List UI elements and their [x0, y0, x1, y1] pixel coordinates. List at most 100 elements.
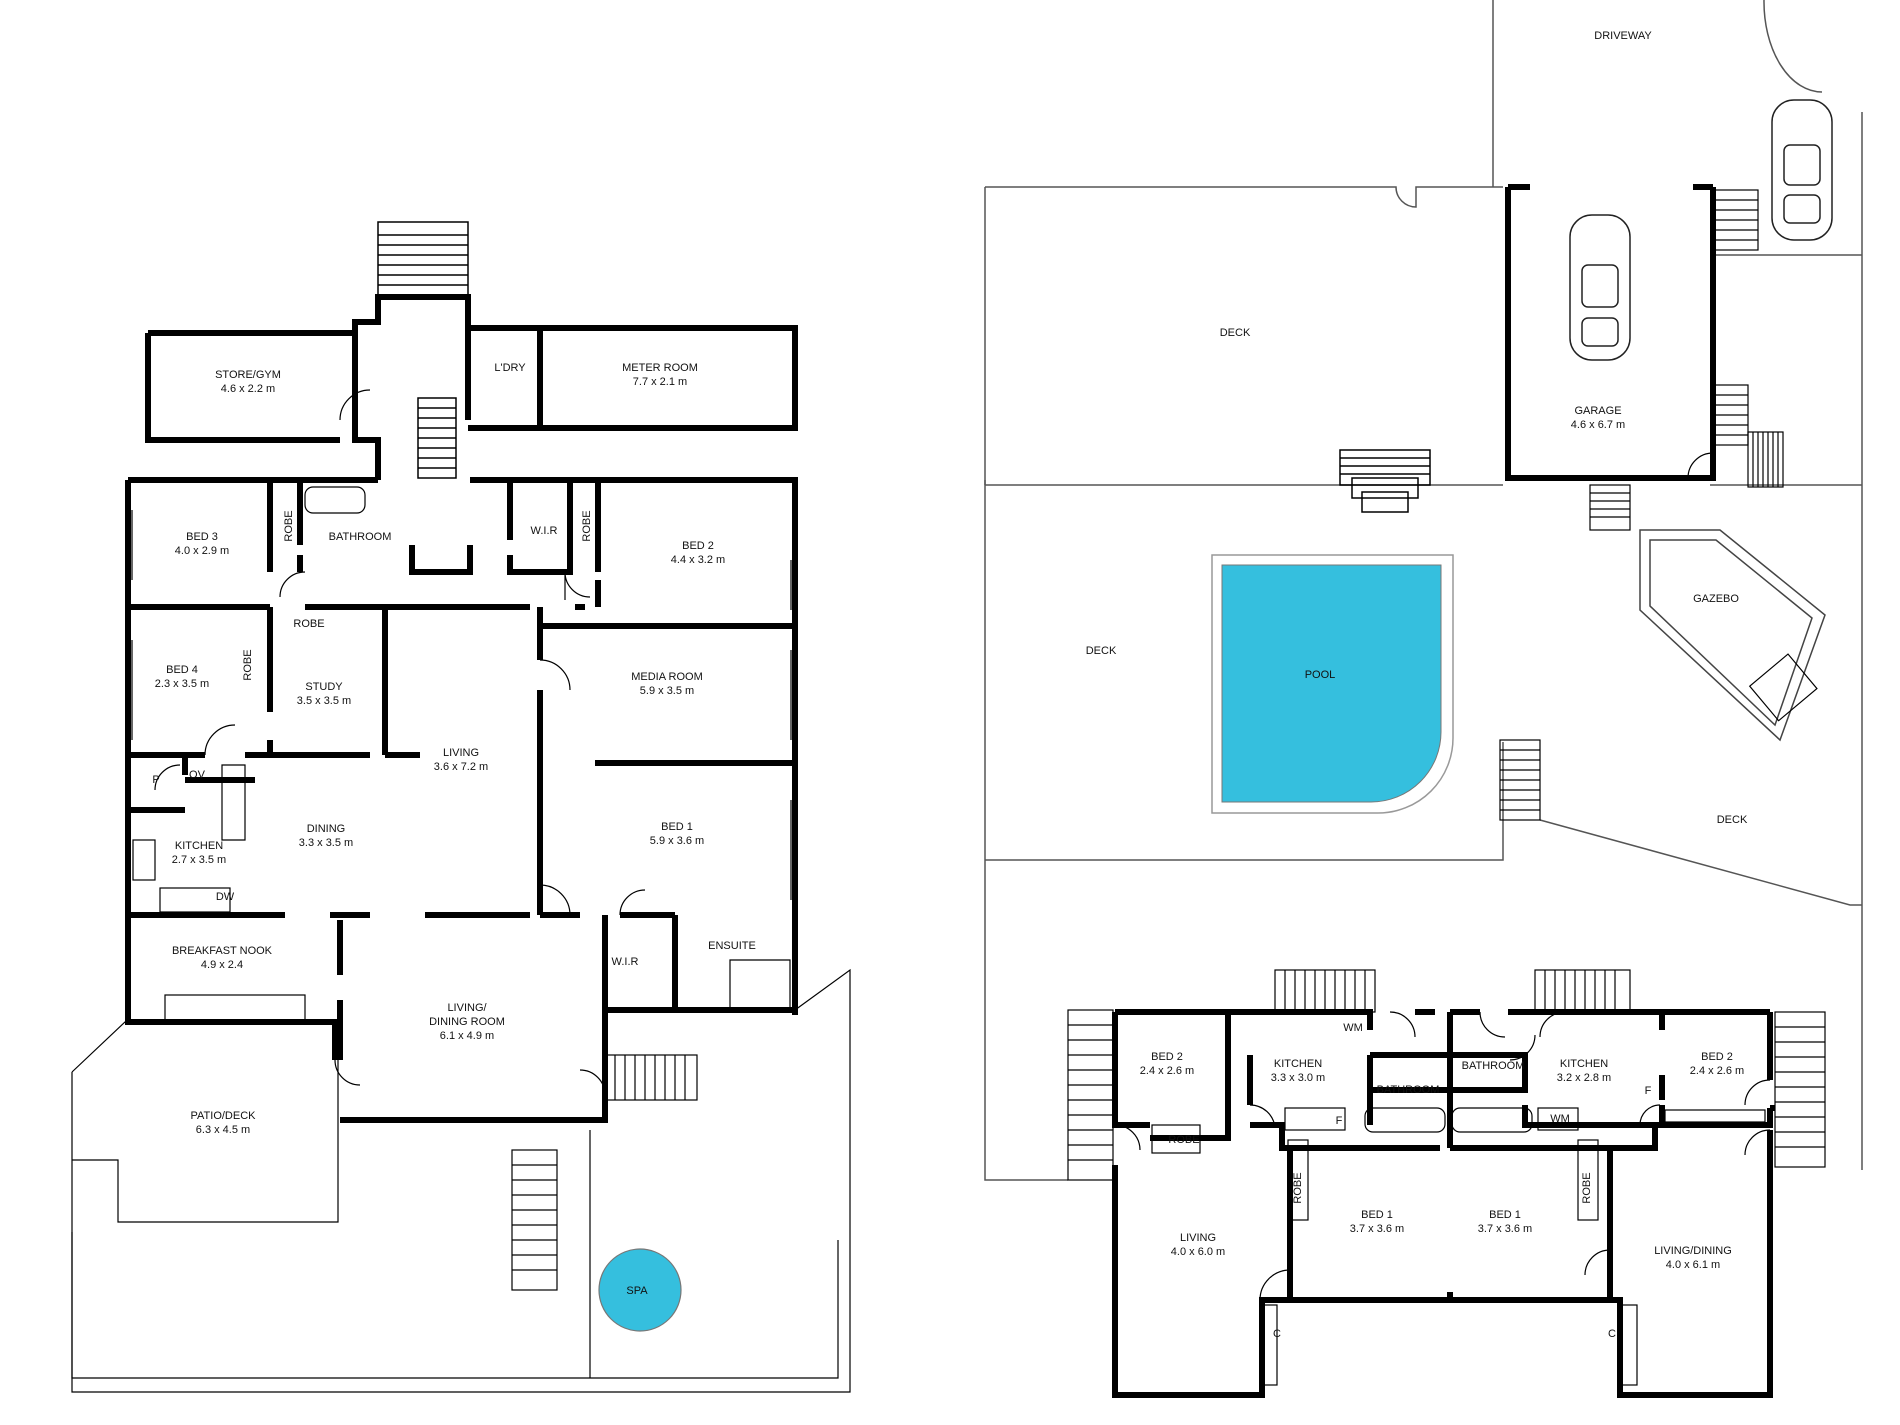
room-garage: GARAGE 4.6 x 6.7 m [1571, 404, 1625, 432]
room-dims: 4.6 x 2.2 m [220, 383, 276, 395]
room-name: BED 1 [1489, 1209, 1521, 1221]
room-name: KITCHEN [1273, 1058, 1323, 1070]
room-dims: 2.4 x 2.6 m [1139, 1065, 1195, 1077]
room-name: BED 2 [682, 540, 714, 552]
pool-label: POOL [1304, 669, 1336, 681]
garage-door-swing [1687, 452, 1714, 479]
room-living-dining-room: LIVING/ DINING ROOM 6.1 x 4.9 m [429, 1001, 505, 1043]
room-bed-2: BED 2 4.4 x 3.2 m [671, 539, 725, 567]
pool [1211, 554, 1454, 814]
deck-steps-top [1339, 449, 1431, 513]
room-dims: 4.4 x 3.2 m [670, 554, 726, 566]
robe-label: ROBE [1292, 1172, 1304, 1204]
room-u1-living: LIVING 4.0 x 6.0 m [1171, 1231, 1225, 1259]
room-dims: 3.6 x 7.2 m [433, 761, 489, 773]
room-bed-3: BED 3 4.0 x 2.9 m [175, 530, 229, 558]
washing-machine-label: WM [1343, 1022, 1363, 1034]
main-house-details [71, 389, 851, 1393]
room-dims: 6.1 x 4.9 m [439, 1030, 495, 1042]
pantry-label: P [152, 774, 160, 786]
room-dims: 2.4 x 2.6 m [1689, 1065, 1745, 1077]
fridge-label: F [1335, 1115, 1343, 1127]
room-name: LIVING/ DINING ROOM [429, 1002, 505, 1028]
room-u2-bed-2: BED 2 2.4 x 2.6 m [1690, 1050, 1744, 1078]
spa [598, 1248, 682, 1332]
room-name: BATHROOM [328, 531, 392, 543]
washing-machine-label: WM [1550, 1113, 1570, 1125]
room-dims: 4.0 x 2.9 m [174, 545, 230, 557]
room-name: BED 1 [661, 821, 693, 833]
dishwasher-label: DW [215, 891, 235, 903]
room-name: KITCHEN [174, 840, 224, 852]
room-living: LIVING 3.6 x 7.2 m [434, 746, 488, 774]
room-dims: 4.6 x 6.7 m [1570, 419, 1626, 431]
room-name: BED 2 [1151, 1051, 1183, 1063]
main-house-walls [125, 294, 798, 1123]
room-name: STUDY [305, 681, 343, 693]
gazebo [1639, 529, 1826, 742]
deck-label: DECK [1085, 645, 1117, 657]
robe-label: ROBE [1168, 1134, 1200, 1146]
room-name: STORE/GYM [215, 369, 281, 381]
wir-label: W.I.R [530, 525, 558, 537]
room-name: DINING [306, 823, 346, 835]
spa-label: SPA [626, 1285, 648, 1297]
room-name: LIVING/DINING [1654, 1245, 1732, 1257]
room-study: STUDY 3.5 x 3.5 m [297, 680, 351, 708]
room-u1-bed-2: BED 2 2.4 x 2.6 m [1140, 1050, 1194, 1078]
room-dims: 5.9 x 3.5 m [639, 685, 695, 697]
room-name: MEDIA ROOM [631, 671, 703, 683]
robe-label: ROBE [242, 649, 254, 681]
wir-label: W.I.R [611, 956, 639, 968]
gazebo-label: GAZEBO [1693, 593, 1739, 605]
fridge-label: F [1644, 1085, 1652, 1097]
room-dims: 6.3 x 4.5 m [195, 1124, 251, 1136]
room-dining: DINING 3.3 x 3.5 m [299, 822, 353, 850]
room-laundry: L'DRY [494, 361, 525, 375]
room-name: GARAGE [1574, 405, 1622, 417]
robe-label: ROBE [293, 618, 325, 630]
site-outline [984, 0, 1863, 1181]
room-name: LIVING [442, 747, 480, 759]
deck-label: DECK [1716, 814, 1748, 826]
room-name: METER ROOM [622, 362, 698, 374]
room-media-room: MEDIA ROOM 5.9 x 3.5 m [631, 670, 703, 698]
oven-label: OV [189, 769, 205, 781]
room-name: BED 4 [166, 664, 198, 676]
room-store-gym: STORE/GYM 4.6 x 2.2 m [215, 368, 281, 396]
robe-label: ROBE [1581, 1172, 1593, 1204]
room-dims: 7.7 x 2.1 m [632, 376, 688, 388]
ensuite-label: ENSUITE [708, 940, 756, 952]
deck-label: DECK [1219, 327, 1251, 339]
room-name: BED 2 [1701, 1051, 1733, 1063]
room-name: LIVING [1179, 1232, 1217, 1244]
room-u2-bed-1: BED 1 3.7 x 3.6 m [1350, 1208, 1404, 1236]
u2-bathroom-label: BATHROOM [1461, 1060, 1525, 1072]
room-bathroom: BATHROOM [329, 530, 392, 544]
unit-details [1067, 969, 1826, 1386]
room-dims: 3.7 x 3.6 m [1349, 1223, 1405, 1235]
robe-label: ROBE [283, 510, 295, 542]
room-dims: 3.3 x 3.5 m [298, 837, 354, 849]
room-meter-room: METER ROOM 7.7 x 2.1 m [622, 361, 698, 389]
u1-bathroom-label: BATHROOM [1376, 1084, 1440, 1096]
room-dims: 5.9 x 3.6 m [649, 835, 705, 847]
room-name: BED 1 [1361, 1209, 1393, 1221]
entry-steps [377, 221, 469, 479]
robe-label: ROBE [581, 510, 593, 542]
room-dims: 3.5 x 3.5 m [296, 695, 352, 707]
room-dims: 3.3 x 3.0 m [1270, 1072, 1326, 1084]
room-name: BED 3 [186, 531, 218, 543]
room-name: L'DRY [494, 362, 526, 374]
side-steps [1499, 189, 1818, 821]
room-dims: 4.0 x 6.0 m [1170, 1246, 1226, 1258]
room-name: KITCHEN [1559, 1058, 1609, 1070]
room-bed-1: BED 1 5.9 x 3.6 m [650, 820, 704, 848]
